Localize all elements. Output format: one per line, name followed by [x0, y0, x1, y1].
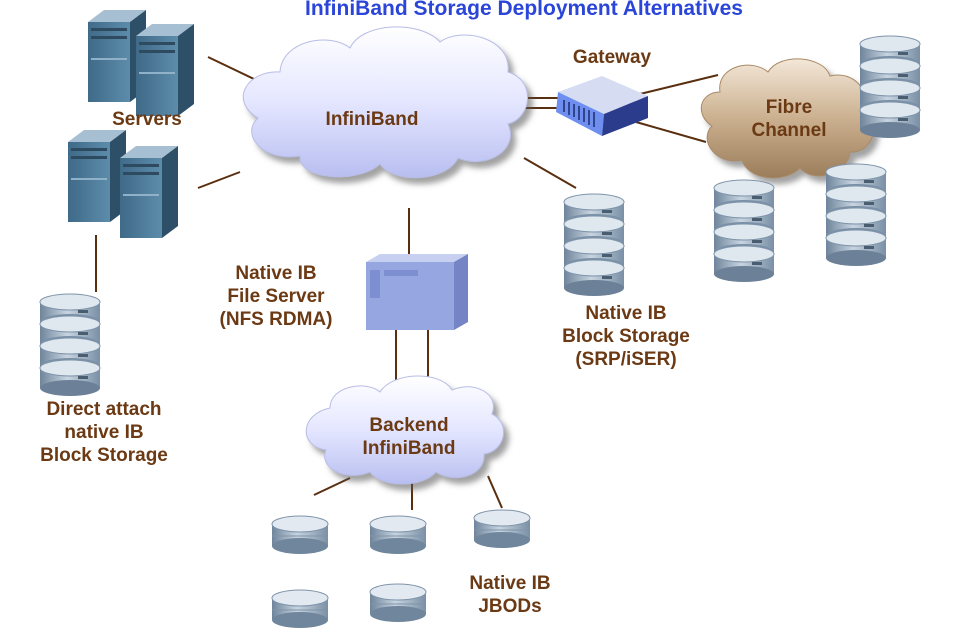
jbods-label: Native IB JBODs [469, 573, 551, 617]
block-storage-label: Native IB Block Storage (SRP/iSER) [562, 303, 690, 370]
backend-infiniband-label: Backend InfiniBand [362, 415, 456, 459]
diagram-title: InfiniBand Storage Deployment Alternativ… [305, 0, 743, 20]
gateway-label: Gateway [572, 47, 652, 68]
file-server-label: Native IB File Server (NFS RDMA) [219, 263, 333, 330]
fc-storage-icon [825, 163, 887, 267]
connection-links [95, 56, 719, 510]
infiniband-cloud [242, 26, 528, 179]
native-ib-block-storage-icon [563, 193, 625, 297]
fc-storage-icon [713, 179, 775, 283]
servers-label: Servers [112, 109, 182, 130]
fibre-channel-cloud [700, 58, 875, 179]
gateway-icon [556, 76, 648, 136]
fibre-channel-label: Fibre Channel [751, 97, 827, 141]
fc-storage-icon [859, 35, 921, 139]
infiniband-cloud-label: InfiniBand [325, 109, 419, 130]
file-server-icon [366, 254, 468, 330]
direct-attach-label: Direct attach native IB Block Storage [40, 399, 168, 466]
backend-infiniband-cloud [305, 375, 504, 485]
direct-attach-storage-icon [39, 293, 101, 397]
